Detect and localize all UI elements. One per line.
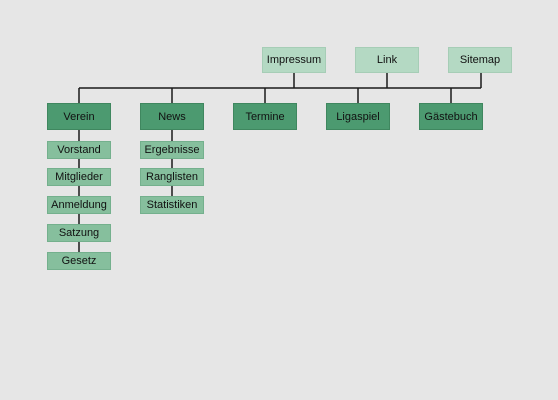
top-link-link[interactable]: Link: [355, 47, 419, 73]
sub-item-ergebnisse[interactable]: Ergebnisse: [140, 141, 204, 159]
sub-item-ranglisten[interactable]: Ranglisten: [140, 168, 204, 186]
main-item-gaestebuch[interactable]: Gästebuch: [419, 103, 483, 130]
main-item-news[interactable]: News: [140, 103, 204, 130]
sub-item-mitglieder[interactable]: Mitglieder: [47, 168, 111, 186]
top-link-impressum[interactable]: Impressum: [262, 47, 326, 73]
sub-item-vorstand[interactable]: Vorstand: [47, 141, 111, 159]
top-link-sitemap[interactable]: Sitemap: [448, 47, 512, 73]
sub-item-satzung[interactable]: Satzung: [47, 224, 111, 242]
main-item-verein[interactable]: Verein: [47, 103, 111, 130]
sub-item-anmeldung[interactable]: Anmeldung: [47, 196, 111, 214]
sub-item-statistiken[interactable]: Statistiken: [140, 196, 204, 214]
main-item-termine[interactable]: Termine: [233, 103, 297, 130]
sub-item-gesetz[interactable]: Gesetz: [47, 252, 111, 270]
main-item-ligaspiel[interactable]: Ligaspiel: [326, 103, 390, 130]
